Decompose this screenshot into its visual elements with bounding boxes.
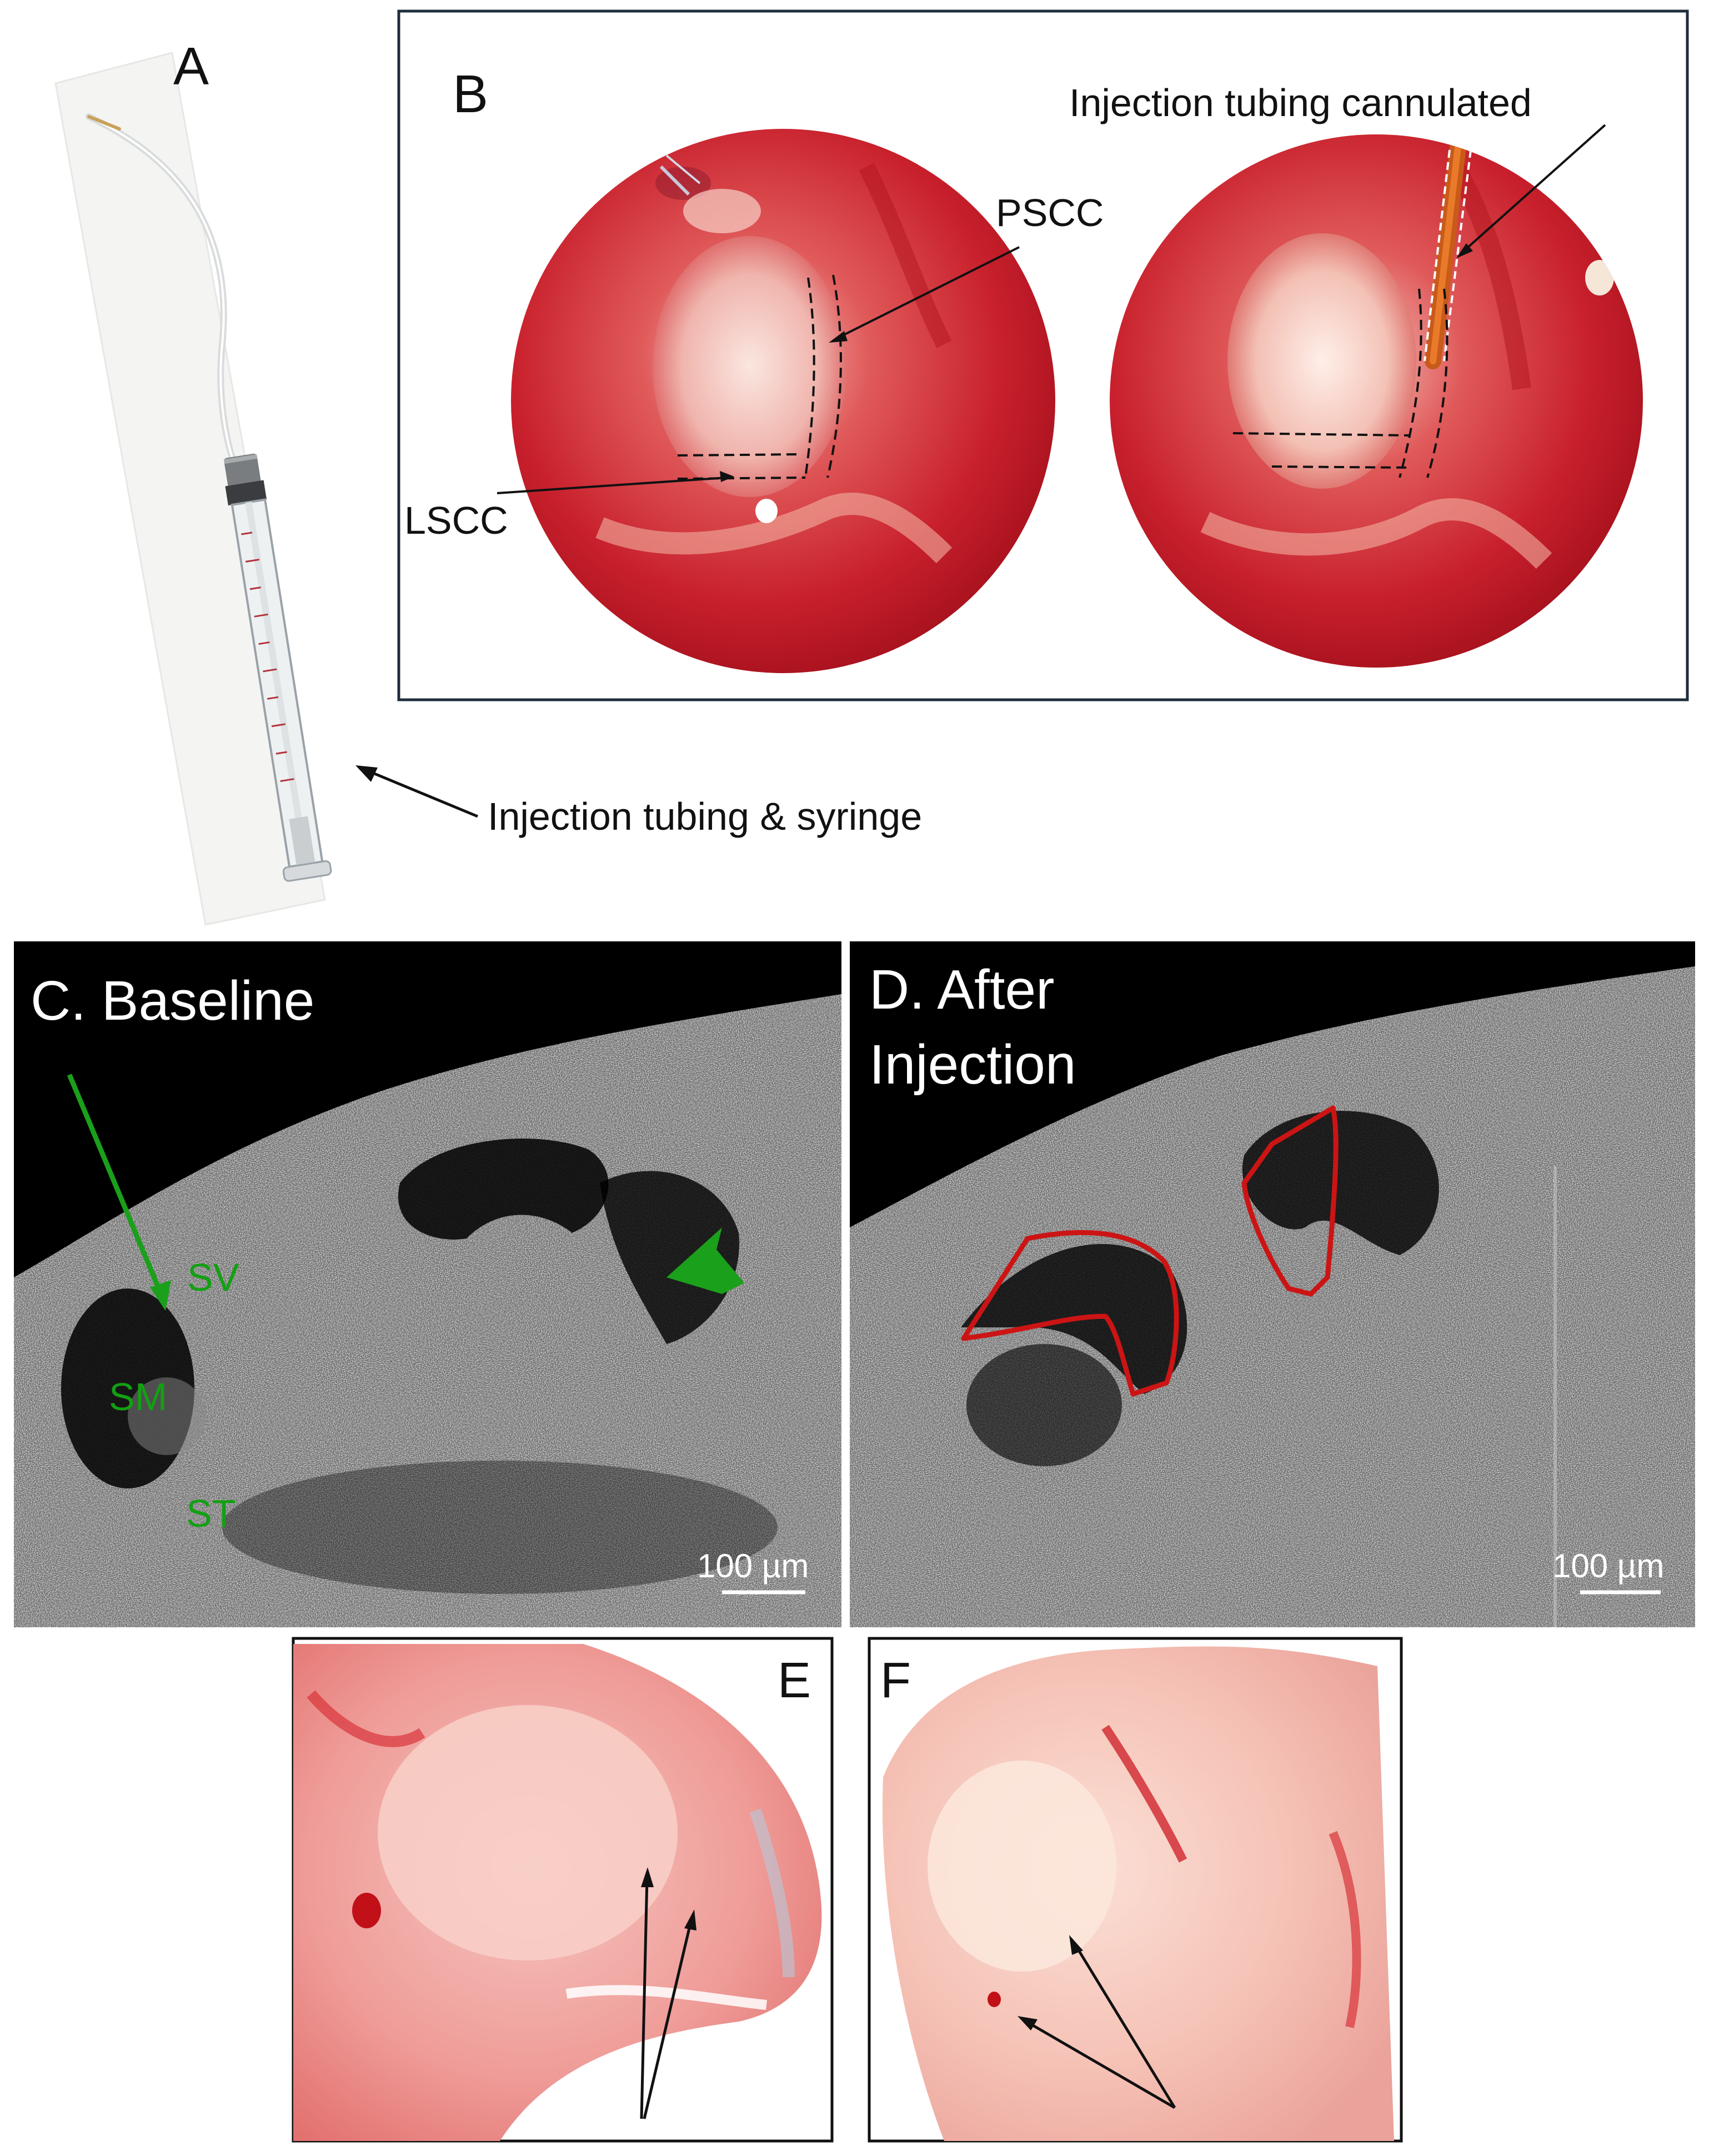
- sv-label: SV: [187, 1256, 239, 1299]
- panel-b-left-view: [497, 129, 1055, 673]
- st-label: ST: [186, 1492, 236, 1535]
- panel-f-photo: [868, 1637, 1403, 2143]
- sm-label: SM: [109, 1375, 167, 1418]
- panel-e-letter: E: [778, 1653, 811, 1708]
- lscc-label: LSCC: [404, 499, 508, 542]
- panel-d-oct-image: [850, 941, 1695, 1627]
- panel-c-oct-image: [14, 941, 841, 1627]
- panel-b-right-view: [1110, 124, 1643, 668]
- panel-a-annotation: Injection tubing & syringe: [488, 795, 923, 838]
- panel-c-title: C. Baseline: [31, 970, 315, 1032]
- panel-c-scale-label: 100 µm: [697, 1547, 809, 1585]
- panel-d-title-line1: D. After: [869, 959, 1055, 1021]
- panel-f-letter: F: [880, 1653, 911, 1708]
- pscc-label: PSCC: [996, 191, 1104, 234]
- panel-e-photo: [292, 1637, 834, 2143]
- cannulated-label: Injection tubing cannulated: [1069, 81, 1532, 124]
- panel-a-letter: A: [173, 37, 209, 96]
- panel-d-title-line2: Injection: [869, 1034, 1076, 1096]
- panel-a-photo: [54, 52, 478, 926]
- panel-d-scale-label: 100 µm: [1552, 1547, 1665, 1585]
- panel-b-letter: B: [453, 64, 489, 124]
